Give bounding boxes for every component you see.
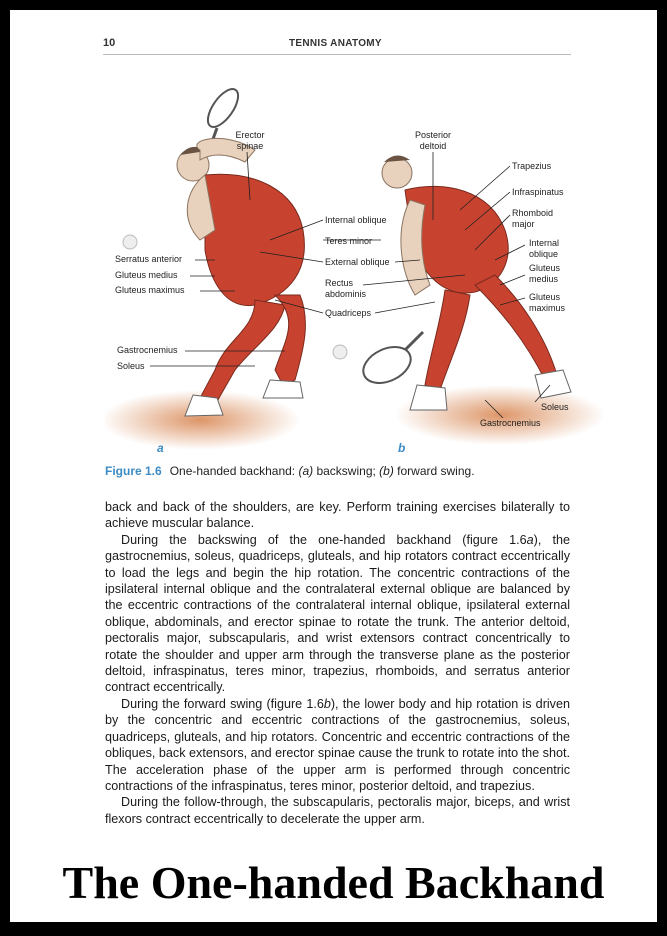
- anatomy-figure: Erector spinae Serratus anterior Gluteus…: [105, 80, 605, 456]
- book-title: TENNIS ANATOMY: [289, 38, 382, 49]
- paragraph-2-b: ), the gastrocnemius, soleus, quadriceps…: [105, 532, 571, 695]
- label-gluteus-maximus-a: Gluteus maximus: [115, 285, 185, 295]
- label-serratus-anterior: Serratus anterior: [115, 254, 182, 264]
- caption-b-marker: (b): [379, 464, 394, 478]
- caption-prefix: One-handed backhand:: [169, 464, 299, 478]
- panel-label-b: b: [398, 441, 405, 455]
- player-a-backswing: [122, 88, 306, 417]
- court-shadow-a: [105, 390, 300, 450]
- caption-a-marker: (a): [298, 464, 314, 478]
- label-rectus-abdominis-1: Rectus: [325, 278, 354, 288]
- paragraph-2: During the backswing of the one-handed b…: [105, 532, 570, 696]
- label-internal-oblique-b-2: oblique: [529, 249, 558, 259]
- paragraph-3-b: ), the lower body and hip rotation is dr…: [105, 696, 570, 793]
- label-gastrocnemius-b: Gastrocnemius: [480, 418, 541, 428]
- leader-lines: [150, 151, 551, 419]
- label-rhomboid-major-1: Rhomboid: [512, 208, 553, 218]
- body-text: back and back of the shoulders, are key.…: [105, 499, 570, 827]
- paragraph-2-a: During the backswing of the one-handed b…: [121, 532, 527, 547]
- label-rectus-abdominis-2: abdominis: [325, 289, 367, 299]
- label-soleus-b: Soleus: [541, 402, 569, 412]
- book-page: 10 TENNIS ANATOMY: [10, 10, 657, 922]
- label-gluteus-medius-a: Gluteus medius: [115, 270, 178, 280]
- caption-b-text: forward swing.: [393, 464, 475, 478]
- label-rhomboid-major-2: major: [512, 219, 535, 229]
- label-erector-spinae-2: spinae: [237, 141, 264, 151]
- label-gluteus-medius-b-2: medius: [529, 274, 559, 284]
- paragraph-3-a: During the forward swing (figure 1.6: [121, 696, 324, 711]
- anatomy-illustration: Erector spinae Serratus anterior Gluteus…: [105, 88, 605, 455]
- label-external-oblique: External oblique: [325, 257, 390, 267]
- paragraph-3-ref: b: [323, 696, 331, 711]
- panel-label-a: a: [157, 441, 164, 455]
- label-posterior-deltoid-1: Posterior: [415, 130, 451, 140]
- figure-number: Figure 1.6: [105, 464, 162, 478]
- ball-a: [122, 234, 138, 250]
- label-gluteus-maximus-b-1: Gluteus: [529, 292, 561, 302]
- label-internal-oblique-b-1: Internal: [529, 238, 559, 248]
- racket-a: [206, 88, 240, 128]
- label-soleus-a: Soleus: [117, 361, 145, 371]
- player-b-forward-swing: [362, 155, 572, 411]
- figure-caption: Figure 1.6 One-handed backhand: (a) backs…: [105, 464, 575, 478]
- label-teres-minor: Teres minor: [325, 236, 372, 246]
- banner-title: The One-handed Backhand: [62, 857, 605, 908]
- label-erector-spinae-1: Erector: [235, 130, 264, 140]
- label-gastrocnemius-a: Gastrocnemius: [117, 345, 178, 355]
- paragraph-2-ref: a: [526, 532, 534, 547]
- head-b: [381, 157, 413, 189]
- label-gluteus-maximus-b-2: maximus: [529, 303, 566, 313]
- label-internal-oblique: Internal oblique: [325, 215, 387, 225]
- page-number: 10: [103, 37, 116, 49]
- running-head: 10 TENNIS ANATOMY: [103, 36, 571, 55]
- label-trapezius: Trapezius: [512, 161, 552, 171]
- paragraph-4: During the follow-through, the subscapul…: [105, 795, 570, 826]
- label-posterior-deltoid-2: deltoid: [420, 141, 447, 151]
- label-gluteus-medius-b-1: Gluteus: [529, 263, 561, 273]
- racket-b: [362, 346, 412, 384]
- label-infraspinatus: Infraspinatus: [512, 187, 564, 197]
- paragraph-1: back and back of the shoulders, are key.…: [105, 500, 570, 531]
- label-quadriceps: Quadriceps: [325, 308, 372, 318]
- paragraph-3: During the forward swing (figure 1.6b), …: [105, 696, 570, 794]
- caption-a-text: backswing;: [313, 464, 380, 478]
- ball-center: [332, 344, 348, 360]
